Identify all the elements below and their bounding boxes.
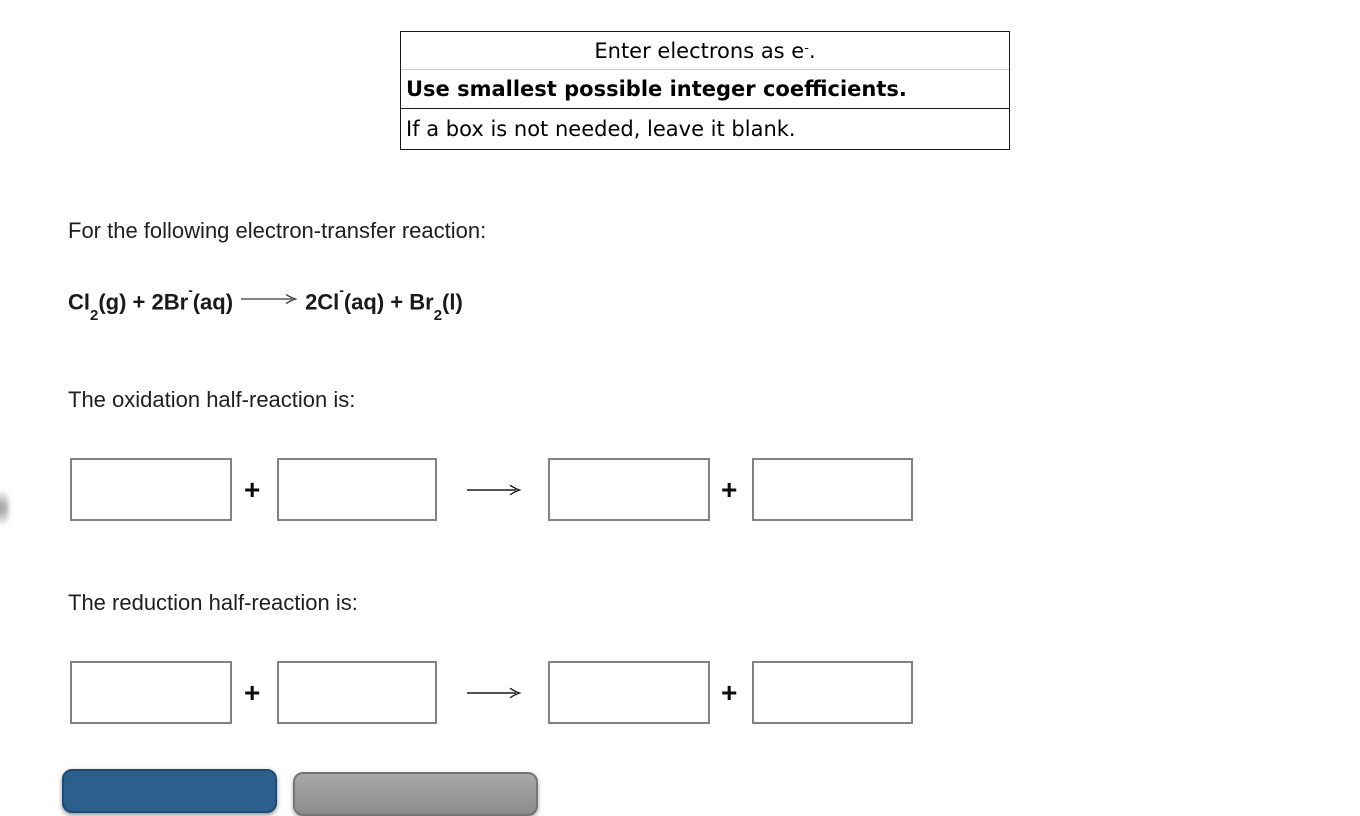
oxidation-input-2[interactable] (277, 458, 437, 521)
oxidation-input-1[interactable] (70, 458, 232, 521)
oxidation-input-4[interactable] (752, 458, 913, 521)
equation-species: (aq) (343, 289, 385, 315)
reaction-equation: Cl2(g) + 2Br-(aq)2Cl-(aq) + Br2(l) (68, 281, 463, 327)
equation-species: (g) (98, 289, 127, 315)
equation-superscript: - (188, 283, 193, 299)
instruction-line-electrons: Enter electrons as e-. (401, 32, 1009, 70)
equation-species: Br (409, 289, 434, 315)
reduction-plus-right: + (721, 676, 738, 708)
equation-plus: + (126, 289, 152, 315)
instruction-line-coefficients: Use smallest possible integer coefficien… (401, 70, 1009, 109)
equation-subscript: 2 (433, 306, 443, 324)
equation-species: (aq) (192, 289, 234, 315)
reduction-input-2[interactable] (277, 661, 437, 724)
equation-species: 2Cl (305, 289, 340, 315)
oxidation-input-3[interactable] (548, 458, 710, 521)
reduction-input-1[interactable] (70, 661, 232, 724)
electron-superscript-minus: - (804, 40, 809, 56)
equation-species: (l) (442, 289, 463, 315)
reduction-plus-left: + (244, 676, 261, 708)
reduction-input-3[interactable] (548, 661, 710, 724)
right-arrow-icon (241, 294, 298, 305)
instruction-line1-text: Enter electrons as e-. (594, 38, 816, 63)
equation-species: Cl (68, 289, 90, 315)
reduction-label: The reduction half-reaction is: (68, 590, 358, 615)
equation-superscript: - (339, 283, 344, 299)
instruction-line2-text: Use smallest possible integer coefficien… (406, 77, 907, 101)
equation-plus: + (384, 289, 410, 315)
equation-subscript: 2 (90, 306, 99, 324)
equation-species: 2Br (151, 289, 189, 315)
problem-intro-text: For the following electron-transfer reac… (68, 218, 487, 243)
instructions-box: Enter electrons as e-. Use smallest poss… (400, 31, 1010, 150)
instruction-line3-text: If a box is not needed, leave it blank. (406, 117, 796, 141)
right-arrow-icon (467, 484, 522, 495)
secondary-action-button-partial[interactable] (293, 772, 538, 816)
oxidation-row: + + (0, 458, 1360, 521)
reduction-row: + + (0, 661, 1360, 724)
question-page: Enter electrons as e-. Use smallest poss… (0, 31, 1360, 816)
right-arrow-icon (467, 687, 522, 698)
oxidation-label: The oxidation half-reaction is: (68, 387, 356, 412)
offscreen-element-edge (0, 486, 9, 530)
instruction-line-blank-box: If a box is not needed, leave it blank. (401, 109, 1009, 149)
reduction-input-4[interactable] (752, 661, 913, 724)
oxidation-plus-right: + (721, 473, 738, 505)
primary-action-button-partial[interactable] (62, 769, 277, 813)
oxidation-plus-left: + (244, 473, 261, 505)
